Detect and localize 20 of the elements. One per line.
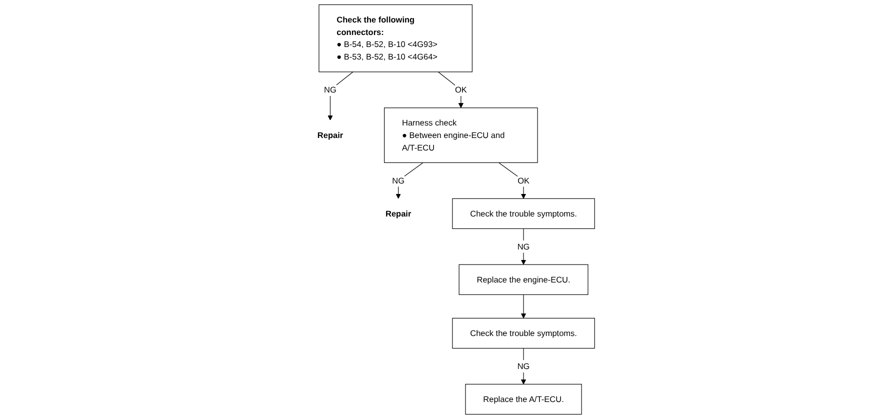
- edge-label: OK: [455, 84, 468, 94]
- node-text: Repair: [386, 208, 412, 218]
- arrow: [521, 228, 526, 265]
- edge-label: NG: [518, 361, 530, 371]
- arrow: [328, 72, 354, 120]
- node-box: Check the following connectors: ● B-54, B-52, B-10 <4G93> ● B-53, B-52, B-10 <4G64>: [319, 4, 473, 72]
- arrow: [521, 348, 526, 384]
- node-text: Repair: [318, 130, 344, 140]
- arrow: [521, 294, 526, 318]
- arrow: [396, 162, 424, 199]
- edge-label: NG: [324, 84, 337, 94]
- arrow: [438, 72, 464, 108]
- edge-label: NG: [392, 176, 405, 186]
- node-box: Harness check ● Between engine-ECU and A/T-ECU: [384, 108, 538, 163]
- node-box: Replace the engine-ECU.: [459, 264, 589, 295]
- node-box: Check the trouble symptoms.: [452, 198, 596, 229]
- node-box: Replace the A/T-ECU.: [466, 384, 582, 415]
- edge-label: OK: [518, 176, 530, 186]
- edge-label: NG: [518, 242, 530, 252]
- node-box: Check the trouble symptoms.: [452, 318, 596, 349]
